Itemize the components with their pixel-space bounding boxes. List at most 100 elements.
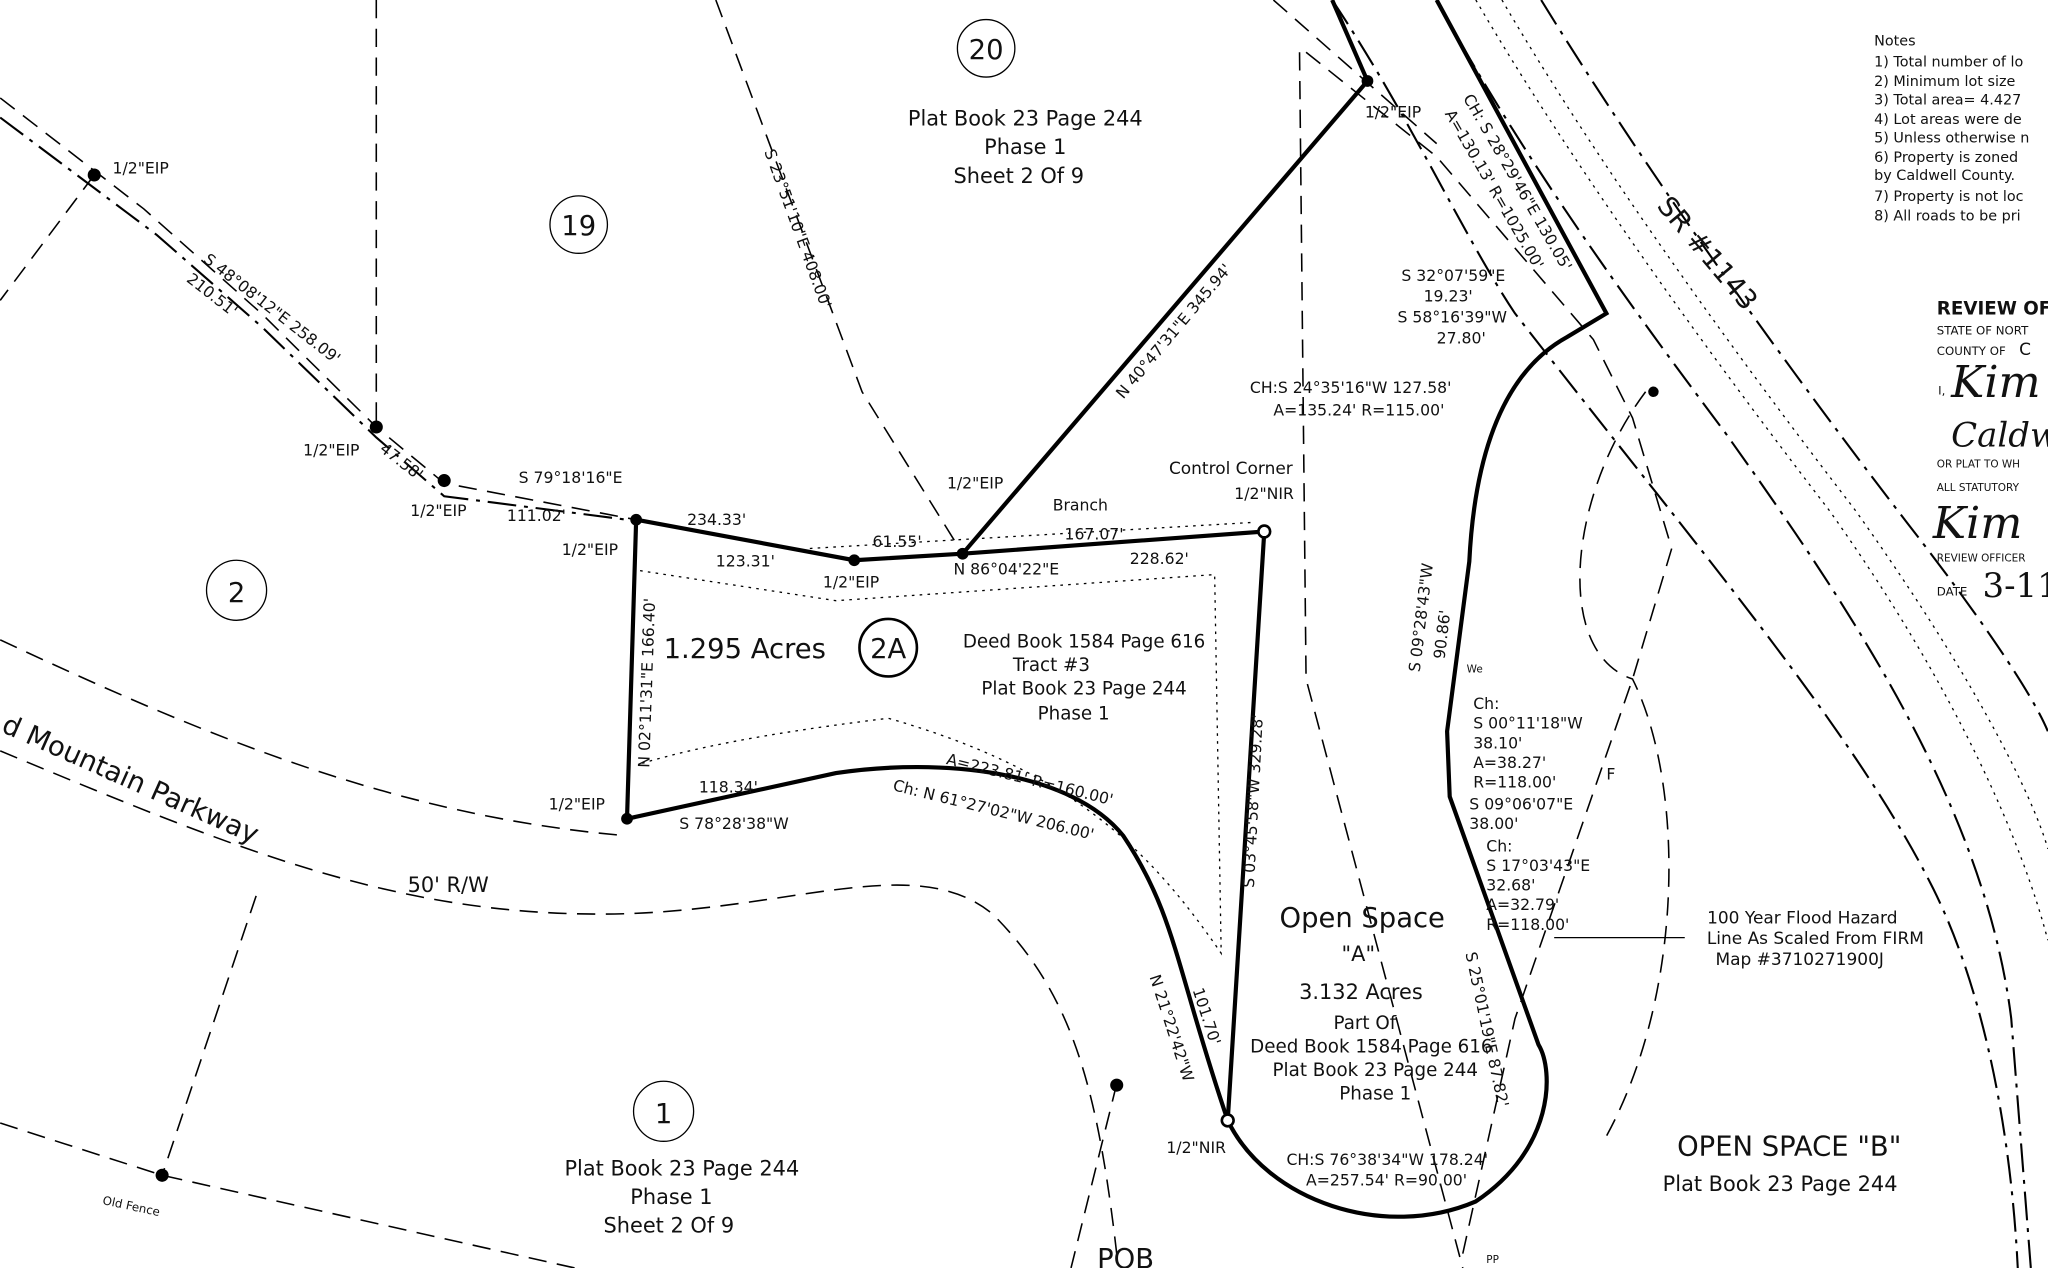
svg-text:POB: POB [1097, 1244, 1154, 1268]
svg-text:1/2"EIP: 1/2"EIP [562, 540, 618, 559]
svg-text:S 78°28'38"W: S 78°28'38"W [679, 814, 789, 833]
svg-text:3) Total area= 4.427: 3) Total area= 4.427 [1874, 92, 2021, 108]
svg-text:N 21°22'42"W: N 21°22'42"W [1146, 972, 1198, 1084]
svg-text:CH:S 76°38'34"W 178.24': CH:S 76°38'34"W 178.24' [1286, 1150, 1488, 1169]
open-space-a-deed: Deed Book 1584 Page 616 [1250, 1037, 1492, 1058]
svg-text:Notes: Notes [1874, 34, 1915, 50]
svg-text:2) Minimum lot size: 2) Minimum lot size [1874, 74, 2015, 90]
open-space-a-phase: Phase 1 [1339, 1084, 1411, 1105]
svg-text:Old Fence: Old Fence [101, 1193, 161, 1219]
open-space-a-plat: Plat Book 23 Page 244 [1273, 1060, 1478, 1081]
svg-text:7) Property is not loc: 7) Property is not loc [1874, 189, 2023, 205]
review-certificate: REVIEW OF STATE OF NORT COUNTY OF C I, K… [1932, 299, 2048, 606]
svg-text:COUNTY OF: COUNTY OF [1937, 344, 2006, 358]
reviewer-signature: Kim [1950, 357, 2040, 408]
svg-text:S 79°18'16"E: S 79°18'16"E [519, 468, 623, 487]
lot-2a-area: 1.295 Acres [664, 634, 826, 665]
svg-text:1) Total number of lo: 1) Total number of lo [1874, 55, 2023, 71]
svg-text:1/2"EIP: 1/2"EIP [823, 573, 879, 592]
svg-text:N 86°04'22"E: N 86°04'22"E [953, 560, 1059, 579]
lot-1-number: 1 [655, 1099, 672, 1130]
svg-text:R=118.00': R=118.00' [1473, 772, 1556, 791]
svg-text:OR PLAT TO WH: OR PLAT TO WH [1937, 459, 2020, 471]
svg-text:228.62': 228.62' [1130, 549, 1189, 568]
lot-2a-plat: Plat Book 23 Page 244 [981, 679, 1186, 700]
svg-text:Control Corner: Control Corner [1169, 459, 1293, 479]
open-space-b-ref: Plat Book 23 Page 244 [1663, 1172, 1898, 1196]
lot-20-sheet: Sheet 2 Of 9 [953, 164, 1084, 188]
open-space-a-sub: "A" [1342, 942, 1375, 966]
svg-text:167.07': 167.07' [1064, 524, 1123, 543]
notes-block: Notes 1) Total number of lo 2) Minimum l… [1874, 34, 2029, 225]
svg-text:We: We [1467, 664, 1483, 676]
svg-text:4) Lot areas were de: 4) Lot areas were de [1874, 112, 2022, 128]
lot-20-number: 20 [969, 35, 1004, 66]
svg-text:S 58°16'39"W: S 58°16'39"W [1397, 308, 1507, 327]
svg-text:123.31': 123.31' [716, 552, 775, 571]
svg-text:ALL STATUTORY: ALL STATUTORY [1937, 482, 2020, 494]
officer-signature: Kim [1932, 498, 2022, 549]
svg-text:90.86': 90.86' [1430, 609, 1455, 660]
svg-text:Line As Scaled From FIRM: Line As Scaled From FIRM [1707, 929, 1924, 949]
svg-text:118.34': 118.34' [699, 778, 758, 797]
lot-20-ref: Plat Book 23 Page 244 [908, 106, 1143, 130]
svg-text:S 03°45'58"W 329.28': S 03°45'58"W 329.28' [1239, 714, 1267, 888]
svg-text:STATE OF NORT: STATE OF NORT [1937, 323, 2029, 337]
svg-text:C: C [2019, 340, 2031, 360]
svg-text:F: F [1606, 765, 1615, 784]
open-space-a-title: Open Space [1280, 903, 1445, 934]
svg-text:PP: PP [1486, 1254, 1499, 1266]
svg-text:S 32°07'59"E: S 32°07'59"E [1401, 266, 1505, 285]
svg-text:1/2"NIR: 1/2"NIR [1166, 1138, 1226, 1157]
svg-text:32.68': 32.68' [1486, 876, 1535, 895]
svg-text:N 40°47'31"E 345.94': N 40°47'31"E 345.94' [1112, 260, 1236, 402]
lot-2a-deed: Deed Book 1584 Page 616 [963, 632, 1205, 653]
parkway-name: d Mountain Parkway [0, 709, 263, 850]
svg-text:1/2"EIP: 1/2"EIP [303, 441, 359, 460]
svg-text:A=257.54' R=90.00': A=257.54' R=90.00' [1306, 1171, 1467, 1190]
svg-text:1/2"EIP: 1/2"EIP [947, 473, 1003, 492]
svg-text:DATE: DATE [1937, 584, 1968, 598]
svg-text:19.23': 19.23' [1424, 287, 1473, 306]
svg-text:47.58': 47.58' [376, 439, 426, 484]
open-space-a-area: 3.132 Acres [1299, 980, 1423, 1004]
svg-text:3-11: 3-11 [1983, 566, 2048, 606]
svg-text:R=118.00': R=118.00' [1486, 915, 1569, 934]
open-space-a-boundary [1225, 0, 1610, 1219]
open-space-a-part: Part Of [1333, 1013, 1396, 1034]
svg-text:REVIEW OF: REVIEW OF [1937, 299, 2048, 320]
svg-text:61.55': 61.55' [873, 532, 922, 551]
lot-2-number: 2 [228, 578, 245, 609]
svg-text:A=135.24' R=115.00': A=135.24' R=115.00' [1273, 400, 1444, 419]
svg-text:1/2"EIP: 1/2"EIP [549, 795, 605, 814]
svg-text:234.33': 234.33' [687, 510, 746, 529]
svg-text:Branch: Branch [1053, 496, 1108, 515]
svg-text:1/2"EIP: 1/2"EIP [410, 501, 466, 520]
svg-text:27.80': 27.80' [1437, 328, 1486, 347]
svg-text:by Caldwell County.: by Caldwell County. [1874, 168, 2015, 184]
svg-text:A=32.79': A=32.79' [1486, 895, 1559, 914]
svg-text:N 02°11'31"E 166.40': N 02°11'31"E 166.40' [634, 598, 659, 768]
open-space-b-title: OPEN SPACE "B" [1677, 1132, 1901, 1163]
svg-text:38.00': 38.00' [1469, 814, 1518, 833]
lot-1-sheet: Sheet 2 Of 9 [603, 1214, 734, 1238]
svg-text:8) All roads to be pri: 8) All roads to be pri [1874, 209, 2021, 225]
lot-number-circles [205, 18, 1016, 1142]
svg-text:REVIEW OFFICER: REVIEW OFFICER [1937, 553, 2026, 565]
lot-19-number: 19 [561, 211, 596, 242]
sr-road-name: SR #1143 [1651, 191, 1763, 317]
svg-text:1/2"EIP: 1/2"EIP [113, 159, 169, 178]
svg-text:38.10': 38.10' [1473, 733, 1522, 752]
lot-20-phase: Phase 1 [984, 135, 1066, 159]
parkway-row: 50' R/W [408, 873, 489, 897]
svg-text:100 Year Flood Hazard: 100 Year Flood Hazard [1707, 908, 1897, 928]
lot-2a-number: 2A [870, 634, 906, 665]
lot-1-phase: Phase 1 [630, 1185, 712, 1209]
lot-1-ref: Plat Book 23 Page 244 [564, 1156, 799, 1180]
svg-text:1/2"EIP: 1/2"EIP [1365, 103, 1421, 122]
lot-2a-phase: Phase 1 [1038, 704, 1110, 725]
svg-text:I,: I, [1938, 383, 1945, 397]
svg-text:S 00°11'18"W: S 00°11'18"W [1473, 714, 1583, 733]
